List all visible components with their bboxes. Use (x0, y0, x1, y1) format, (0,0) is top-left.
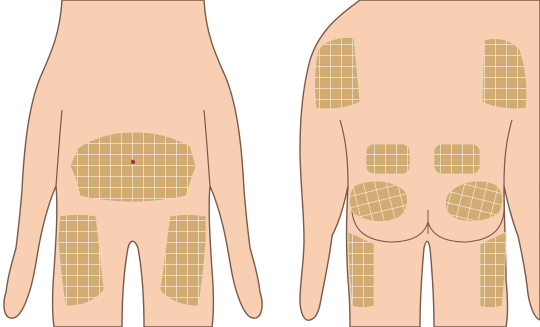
right-lower-back-zone (434, 144, 480, 174)
left-back-thigh-zone (348, 232, 374, 308)
left-lower-back-zone (366, 144, 410, 174)
left-thigh-zone (58, 215, 104, 307)
left-upper-arm-zone (315, 38, 360, 109)
front-figure (4, 0, 262, 327)
navel-dot (131, 160, 135, 164)
back-figure (300, 0, 540, 327)
right-back-thigh-zone (480, 232, 506, 308)
abdomen-zone (70, 132, 196, 202)
left-buttock-zone (350, 181, 408, 221)
